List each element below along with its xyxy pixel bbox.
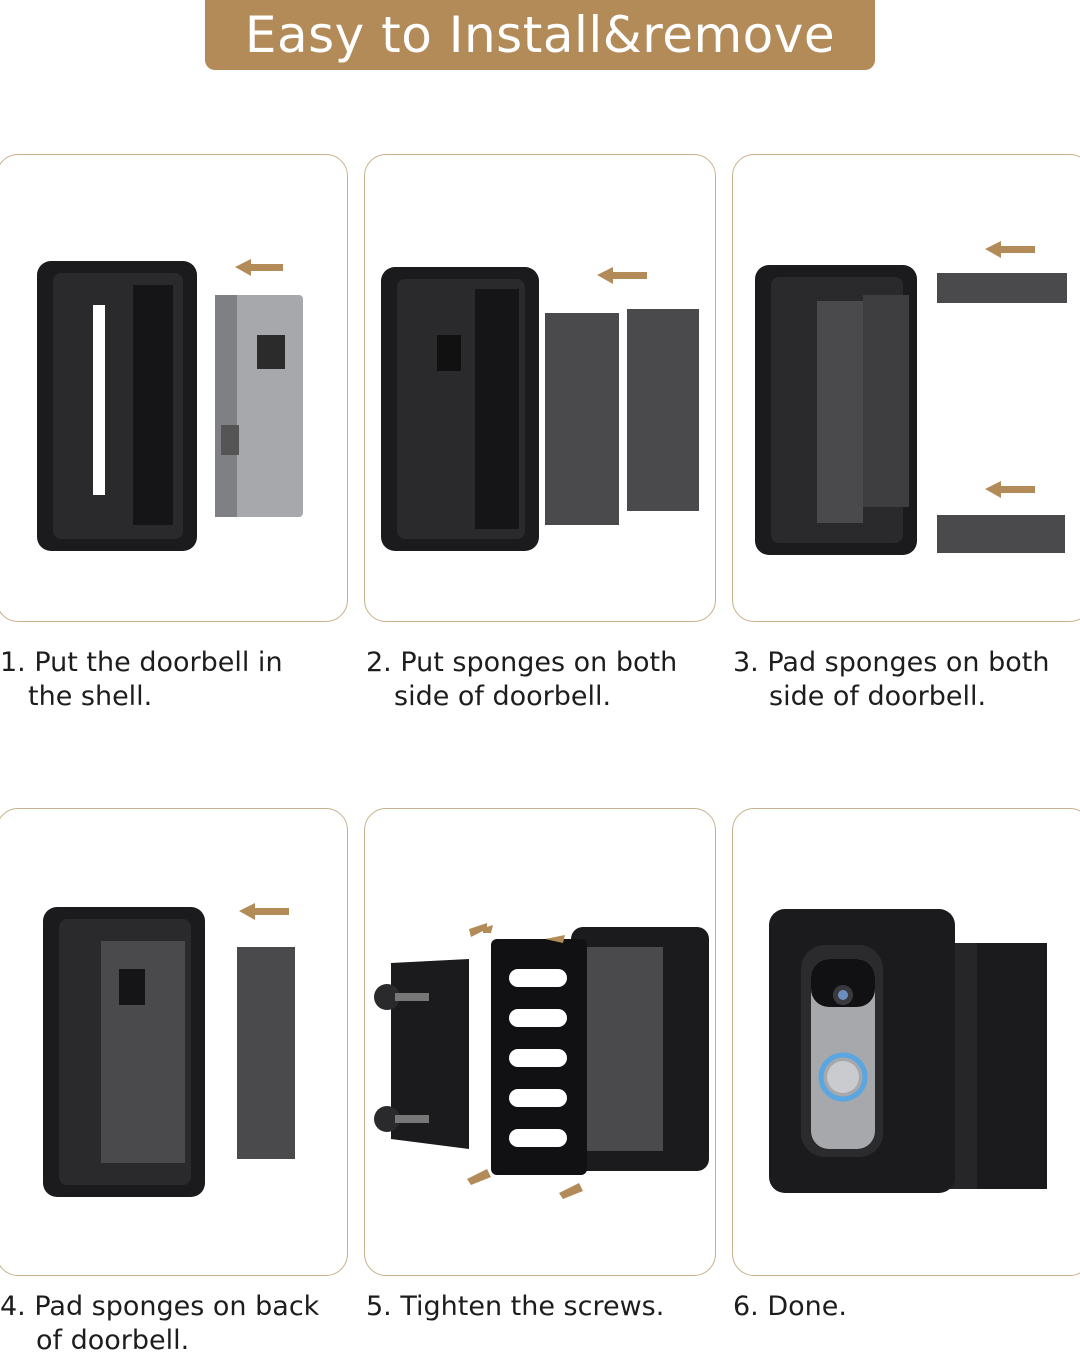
assembled-doorbell-illustration (769, 909, 1047, 1193)
step-2-caption: 2. Put sponges on both side of doorbell. (366, 646, 677, 714)
step-3-image-panel (732, 154, 1080, 622)
step-2-image-panel (364, 154, 716, 622)
arrow-right-icon (559, 1183, 583, 1199)
bracket-and-screws-illustration (374, 923, 709, 1199)
step-3-line2: side of doorbell. (769, 681, 987, 712)
arrow-right-icon (545, 935, 565, 943)
step-1-image-panel (0, 154, 348, 622)
step-1-caption: 1. Put the doorbell in the shell. (0, 646, 283, 714)
step-6-line1: 6. Done. (733, 1291, 847, 1322)
arrow-left-icon (235, 259, 283, 276)
arrow-left-icon (239, 903, 289, 920)
arrow-left-icon (985, 481, 1035, 498)
shell-with-top-bottom-sponges-illustration (755, 241, 1067, 555)
step-5-caption: 5. Tighten the screws. (366, 1290, 664, 1324)
step-2-line1: 2. Put sponges on both (366, 647, 678, 678)
title-banner: Easy to Install&remove (205, 0, 875, 70)
arrow-left-icon (985, 241, 1035, 258)
step-4-image-panel (0, 808, 348, 1276)
banner-title: Easy to Install&remove (244, 6, 836, 64)
step-4-line2: of doorbell. (36, 1325, 190, 1356)
arrow-right-icon (469, 923, 493, 937)
shell-with-side-sponges-illustration (381, 267, 699, 551)
step-3-line1: 3. Pad sponges on both (733, 647, 1050, 678)
shell-with-doorbell-illustration (37, 259, 303, 551)
step-4-line1: 4. Pad sponges on back (0, 1291, 320, 1322)
arrow-right-icon (467, 1169, 491, 1185)
step-1-line1: 1. Put the doorbell in (0, 647, 283, 678)
shell-with-back-sponge-illustration (43, 903, 295, 1197)
step-6-image-panel (732, 808, 1080, 1276)
arrow-left-icon (597, 267, 647, 284)
step-1-line2: the shell. (28, 681, 153, 712)
step-2-line2: side of doorbell. (394, 681, 612, 712)
step-6-caption: 6. Done. (733, 1290, 847, 1324)
step-5-line1: 5. Tighten the screws. (366, 1291, 665, 1322)
step-3-caption: 3. Pad sponges on both side of doorbell. (733, 646, 1050, 714)
step-5-image-panel (364, 808, 716, 1276)
step-4-caption: 4. Pad sponges on back of doorbell. (0, 1290, 319, 1358)
